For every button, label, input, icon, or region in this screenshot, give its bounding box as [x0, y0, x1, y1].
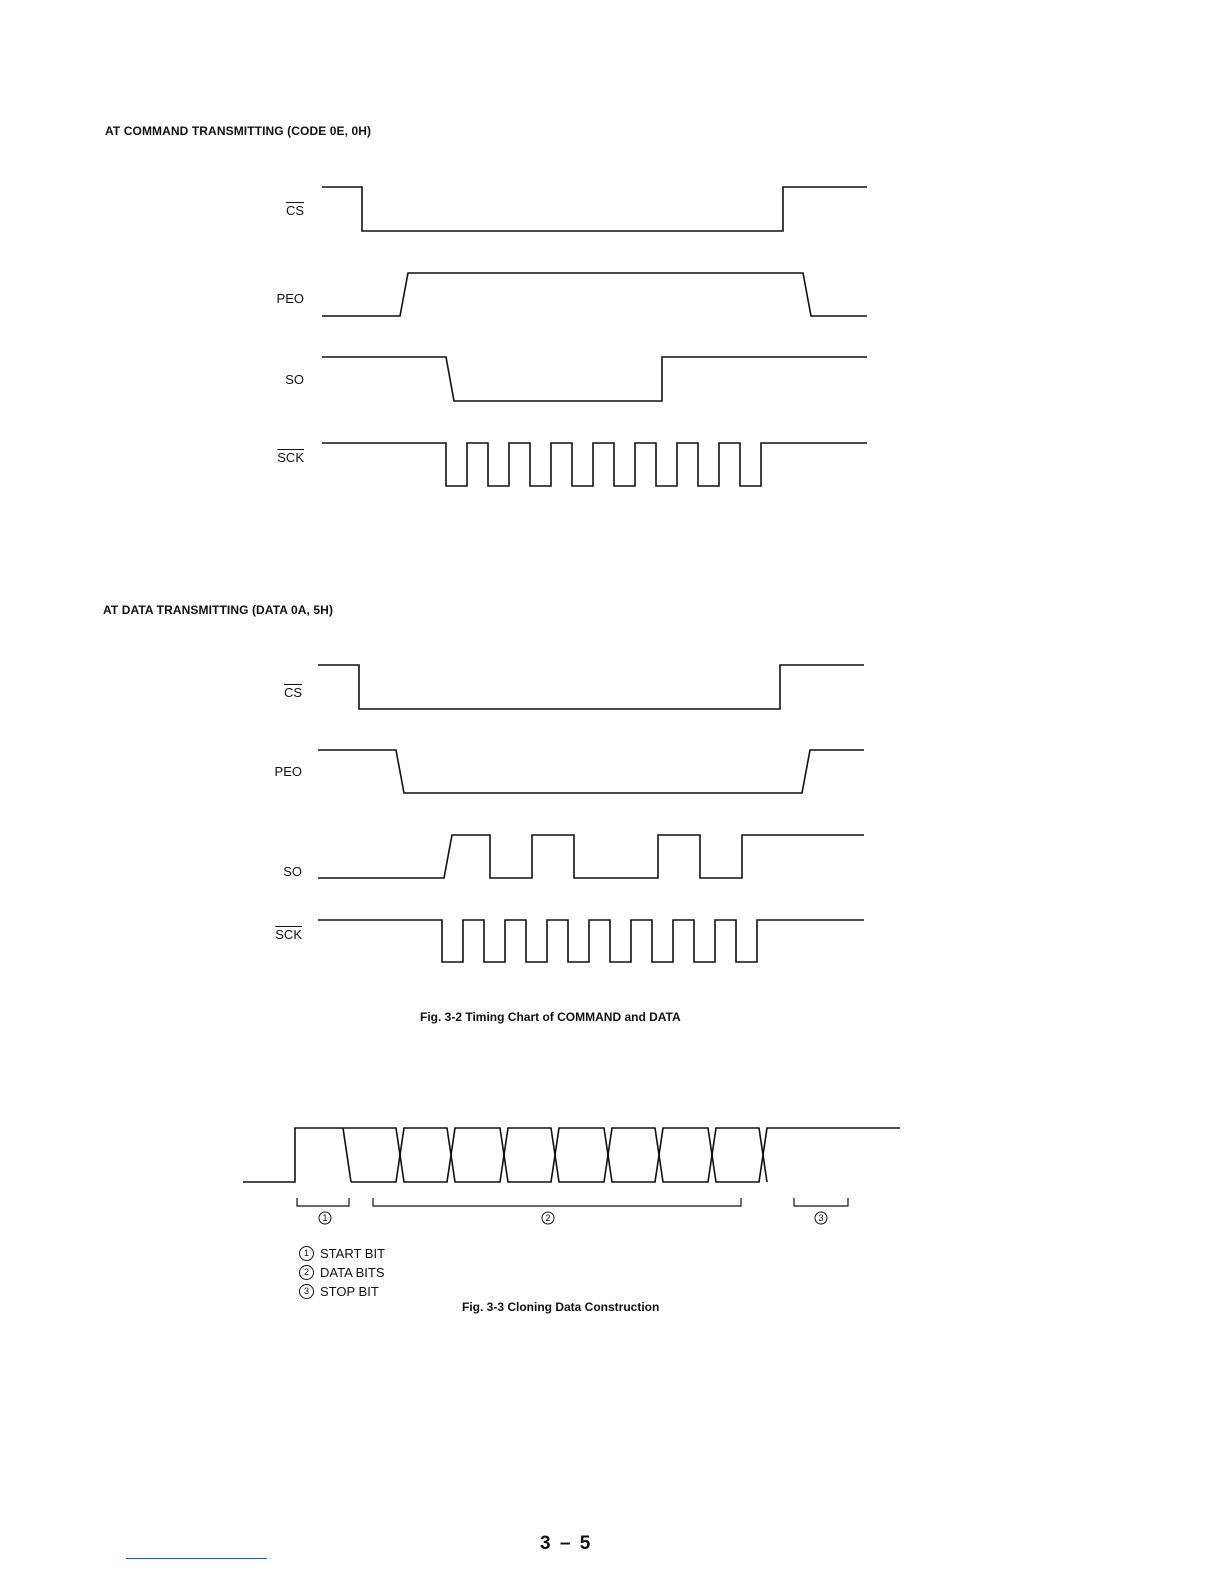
legend-text-3: STOP BIT [320, 1284, 379, 1299]
s2-cs-wave [318, 665, 864, 709]
s1-sck-wave [322, 443, 867, 486]
marker-3: 3 [815, 1212, 827, 1224]
fig33-caption: Fig. 3-3 Cloning Data Construction [462, 1300, 659, 1314]
s1-cs-wave [322, 187, 867, 231]
start-bit-bracket [297, 1198, 349, 1206]
legend-num-2: 2 [299, 1265, 314, 1280]
marker-1: 1 [319, 1212, 331, 1224]
svg-text:3: 3 [818, 1213, 823, 1223]
s2-sck-wave [318, 920, 864, 962]
stop-bit-bracket [794, 1198, 848, 1206]
legend-text-2: DATA BITS [320, 1265, 385, 1280]
svg-text:2: 2 [545, 1213, 550, 1223]
fig32-caption: Fig. 3-2 Timing Chart of COMMAND and DAT… [420, 1010, 681, 1024]
s1-peo-wave [322, 273, 867, 316]
data-bits-bracket [373, 1198, 741, 1206]
legend-num-1: 1 [299, 1246, 314, 1261]
page-number: 3 – 5 [540, 1533, 592, 1555]
footer-rule [126, 1558, 267, 1559]
s2-peo-wave [318, 750, 864, 793]
legend-item-start-bit: 1 START BIT [299, 1245, 385, 1261]
svg-text:1: 1 [322, 1213, 327, 1223]
legend-num-3: 3 [299, 1284, 314, 1299]
legend-text-1: START BIT [320, 1246, 385, 1261]
marker-2: 2 [542, 1212, 554, 1224]
s2-so-wave [318, 835, 864, 878]
legend-item-data-bits: 2 DATA BITS [299, 1264, 385, 1280]
cloning-data-wave [243, 1128, 900, 1182]
legend-item-stop-bit: 3 STOP BIT [299, 1283, 379, 1299]
s1-so-wave [322, 357, 867, 401]
